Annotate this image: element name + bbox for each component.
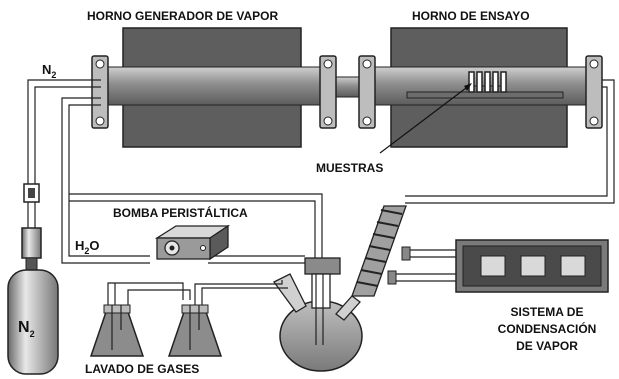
pump-label: BOMBA PERISTÁLTICA <box>113 205 248 220</box>
samples <box>468 71 507 93</box>
flange-middle-left <box>319 55 337 129</box>
coolant-connector-bottom <box>387 270 397 285</box>
steam-furnace-label: HORNO GENERADOR DE VAPOR <box>87 9 278 23</box>
pump-outlet-pipe <box>208 255 305 264</box>
flange-middle-right <box>358 55 376 129</box>
water-inlet-pipe <box>61 97 150 264</box>
flange-right <box>585 55 603 129</box>
condenser-label-line1: SISTEMA DE <box>511 305 584 319</box>
reactor-tube-left <box>100 66 324 106</box>
samples-pointer-arrowhead <box>464 83 472 91</box>
n2-regulator <box>21 227 42 271</box>
coolant-connector-top <box>401 246 411 261</box>
condenser-label-line3: DE VAPOR <box>516 339 578 353</box>
pump-to-flask-pipe <box>69 193 323 262</box>
water-label: H2O <box>75 238 100 256</box>
n2-gas-cylinder <box>7 269 59 375</box>
condenser-label-line2: CONDENSACIÓN <box>498 321 597 336</box>
samples-pointer-line <box>379 84 471 154</box>
gas-washing-bottle-2 <box>167 304 223 357</box>
condensation-system <box>455 239 609 293</box>
peristaltic-pump <box>154 224 231 261</box>
flask-inlet-clamp <box>304 257 341 275</box>
flange-left <box>91 55 109 129</box>
samples-label: MUESTRAS <box>316 161 383 175</box>
condenser-return-pipe <box>405 79 615 204</box>
condenser-coil <box>351 205 407 297</box>
test-furnace-label: HORNO DE ENSAYO <box>412 9 530 23</box>
n2-tank-label: N2 <box>18 319 35 339</box>
n2-supply-pipe <box>27 79 101 272</box>
gas-washing-bottle-1 <box>89 304 145 357</box>
gas-washing-label: LAVADO DE GASES <box>85 362 199 376</box>
gas-outlet-pipe <box>107 280 288 308</box>
round-bottom-flask <box>273 273 363 372</box>
n2-pipe-label: N2 <box>42 62 56 80</box>
n2-flow-valve <box>23 183 40 203</box>
coolant-lines <box>388 249 458 282</box>
